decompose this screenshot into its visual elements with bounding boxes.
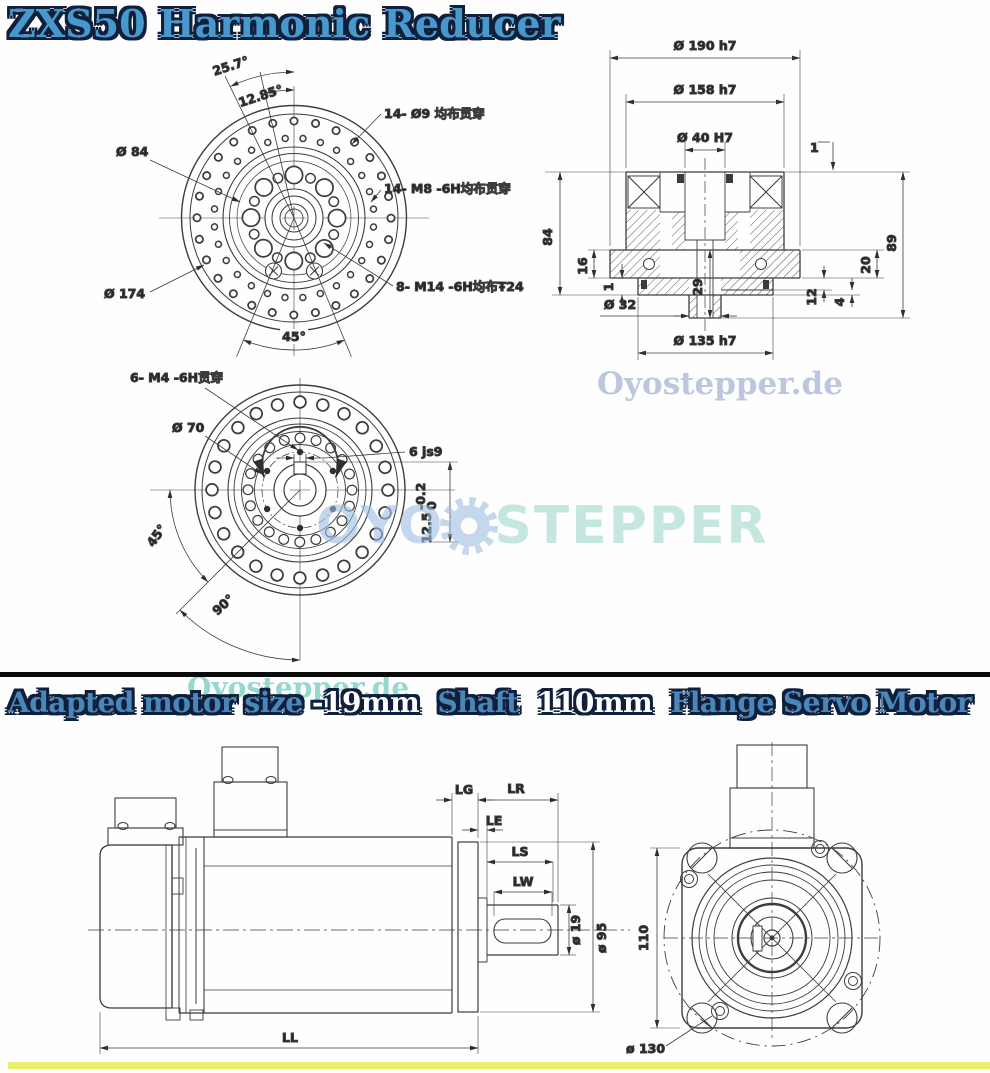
section-title-part: -19mm [311,686,420,719]
label-angle-45: 45° [282,329,306,344]
mounting-hole-icon [680,840,862,1020]
label-dim-4: 4 [832,297,847,306]
section-title-part: Flange Servo Motor [670,686,972,719]
label-dim-1-top: 1 [810,140,819,155]
label-depth-group: 12.5 -0.2 0 [413,482,440,544]
label-dia-95: ø 95 [594,923,609,953]
shaft-keyway [493,918,552,944]
label-angle-12: 12.85° [237,82,285,110]
reducer-section-view: Ø 190 h7 Ø 158 h7 Ø 40 H7 1 84 16 1 Ø 32… [540,38,910,360]
label-dia-158: Ø 158 h7 [673,82,736,97]
label-angle-45b: 45° [143,521,169,549]
label-key: 6 js9 [409,444,442,459]
section-title-part: 110mm [536,686,653,719]
screw-head-icon [264,262,324,280]
label-ll: LL [282,1030,298,1045]
label-tol-dn: 0 [424,501,439,510]
label-dim-1-bottom: 1 [601,283,616,292]
label-holes-m4: 6- M4 -6H贯穿 [130,370,223,385]
bottom-accent-bar [8,1062,990,1069]
label-le: LE [486,813,503,828]
label-holes-9: 14- Ø9 均布贯穿 [384,106,485,121]
label-dia-40: Ø 40 H7 [677,130,733,145]
label-lg: LG [455,782,473,797]
connector-block [729,744,815,849]
label-dia-84: Ø 84 [116,144,149,159]
label-dim-110: 110 [636,925,651,951]
label-dia-174: Ø 174 [104,286,145,301]
label-dia-70: Ø 70 [172,420,205,435]
label-dim-16: 16 [575,257,590,275]
reducer-back-view: 6- M4 -6H贯穿 Ø 70 6 js9 45° 90° 12.5 -0.2… [130,370,458,663]
motor-front-view: 110 ø 130 [626,742,881,1057]
label-dia-130: ø 130 [626,1041,665,1056]
label-dia-32: Ø 32 [604,297,636,312]
section-title: Adapted motor size -19mm Shaft 110mm Fla… [8,686,980,719]
section-divider [0,672,990,677]
label-dim-29: 29 [690,278,705,295]
bolt-position-dots [263,448,337,532]
label-dim-84: 84 [540,228,555,246]
label-angle-25: 25.7° [211,53,251,79]
motor-side-view: LG LR LE LS LW ø 19 ø 95 LL [88,746,630,1054]
corner-screw-icon [686,842,858,1034]
label-dia-135: Ø 135 h7 [673,333,736,348]
label-holes-m14: 8- M14 -6H均布Ŧ24 [396,279,524,294]
label-dia-19: ø 19 [568,915,583,945]
label-depth: 12.5 [419,513,434,544]
bearing-symbol [627,175,783,270]
label-dim-20: 20 [858,256,873,274]
label-dia-190: Ø 190 h7 [673,38,736,53]
label-dim-12: 12 [804,288,819,305]
page-title: ZXS50 Harmonic Reducer [8,1,561,46]
connector-block [107,746,288,846]
label-lw: LW [513,874,534,889]
label-ls: LS [512,844,529,859]
label-dim-89: 89 [884,234,899,251]
label-angle-90: 90° [209,591,237,618]
label-lr: LR [507,781,525,796]
reducer-front-view: 25.7° 12.85° 14- Ø9 均布贯穿 Ø 84 14- M8 -6H… [104,52,524,357]
section-title-part: Adapted motor size [8,686,303,719]
section-title-part: Shaft [437,686,519,719]
label-holes-m8: 14- M8 -6H均布贯穿 [384,181,511,196]
bolt-circle [663,829,881,1047]
label-tol-up: -0.2 [413,483,428,510]
